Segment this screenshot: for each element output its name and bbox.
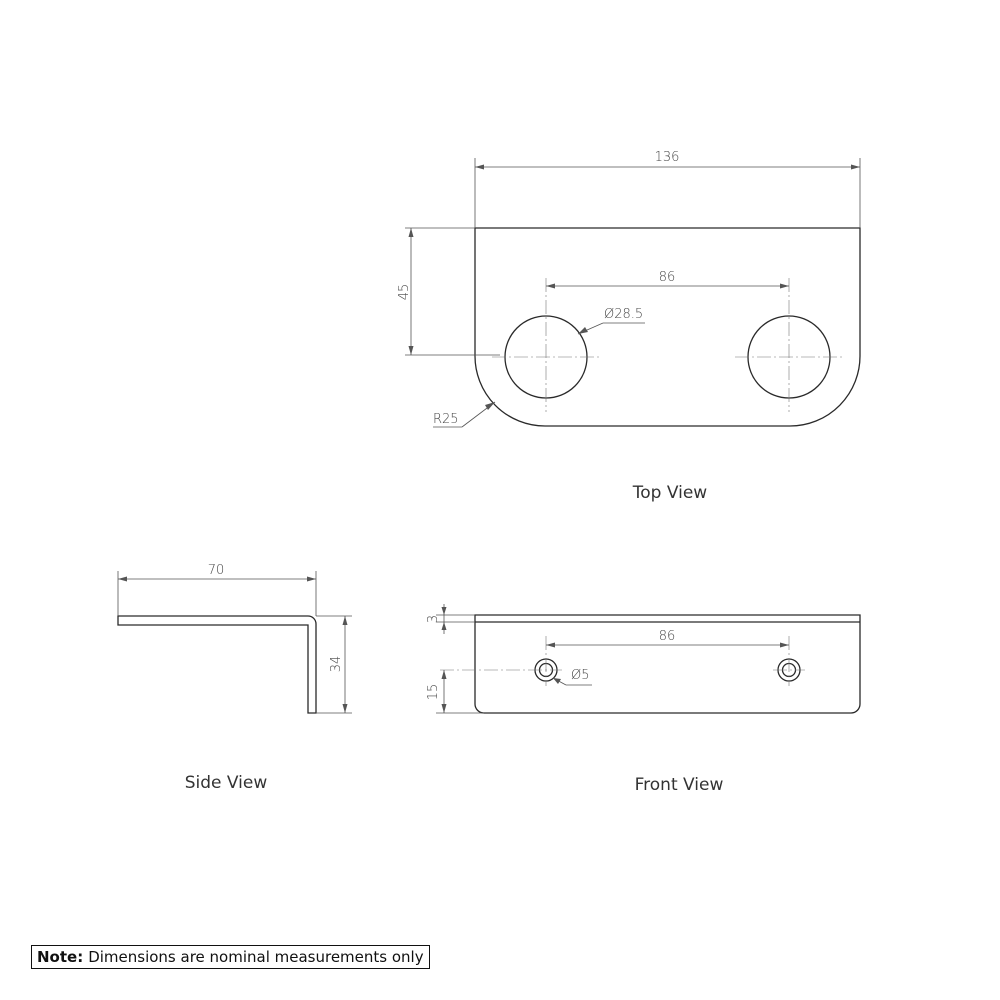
front-view-hole-spacing-dimension: 86 — [546, 629, 789, 648]
front-view-hole-diameter-label: Ø5 — [571, 668, 590, 683]
top-view-width-dimension: 45 — [397, 227, 500, 356]
front-view-thickness-label: 3 — [426, 615, 441, 623]
top-view-outline — [474, 227, 861, 427]
note-box: Note: Dimensions are nominal measurement… — [31, 945, 430, 969]
side-view-length-dimension: 70 — [117, 563, 317, 616]
front-view-hole-height-dimension: 15 — [426, 670, 484, 714]
top-view-centerlines — [492, 278, 845, 412]
top-view: 136 45 86 Ø28.5 — [397, 150, 861, 503]
top-view-title: Top View — [632, 483, 708, 503]
top-view-length-dimension: 136 — [474, 150, 861, 228]
top-view-radius-label: R25 — [433, 412, 459, 427]
front-view-thickness-dimension: 3 — [426, 604, 475, 634]
side-view: 70 34 Side View — [117, 563, 352, 793]
front-view-hole-spacing-label: 86 — [659, 629, 676, 644]
side-view-length-label: 70 — [208, 563, 225, 578]
top-view-hole-diameter-label: Ø28.5 — [604, 307, 643, 322]
top-view-hole-diameter-callout: Ø28.5 — [577, 307, 645, 335]
top-view-hole-spacing-label: 86 — [659, 270, 676, 285]
side-view-height-label: 34 — [329, 656, 344, 673]
side-view-height-dimension: 34 — [316, 615, 352, 714]
front-view: 86 Ø5 3 15 Front View — [426, 604, 861, 795]
front-view-centerlines — [440, 636, 805, 686]
front-view-hole-diameter-callout: Ø5 — [552, 668, 592, 686]
side-view-profile — [117, 615, 317, 714]
front-view-outline — [474, 614, 861, 714]
top-view-length-label: 136 — [655, 150, 680, 165]
top-view-hole-spacing-dimension: 86 — [546, 270, 789, 289]
side-view-title: Side View — [185, 773, 268, 793]
top-view-width-label: 45 — [397, 284, 412, 301]
front-view-hole-height-label: 15 — [426, 684, 441, 701]
top-view-radius-callout: R25 — [433, 401, 496, 428]
note-text: Dimensions are nominal measurements only — [88, 948, 424, 966]
note-label: Note: — [37, 948, 84, 966]
front-view-title: Front View — [635, 775, 724, 795]
